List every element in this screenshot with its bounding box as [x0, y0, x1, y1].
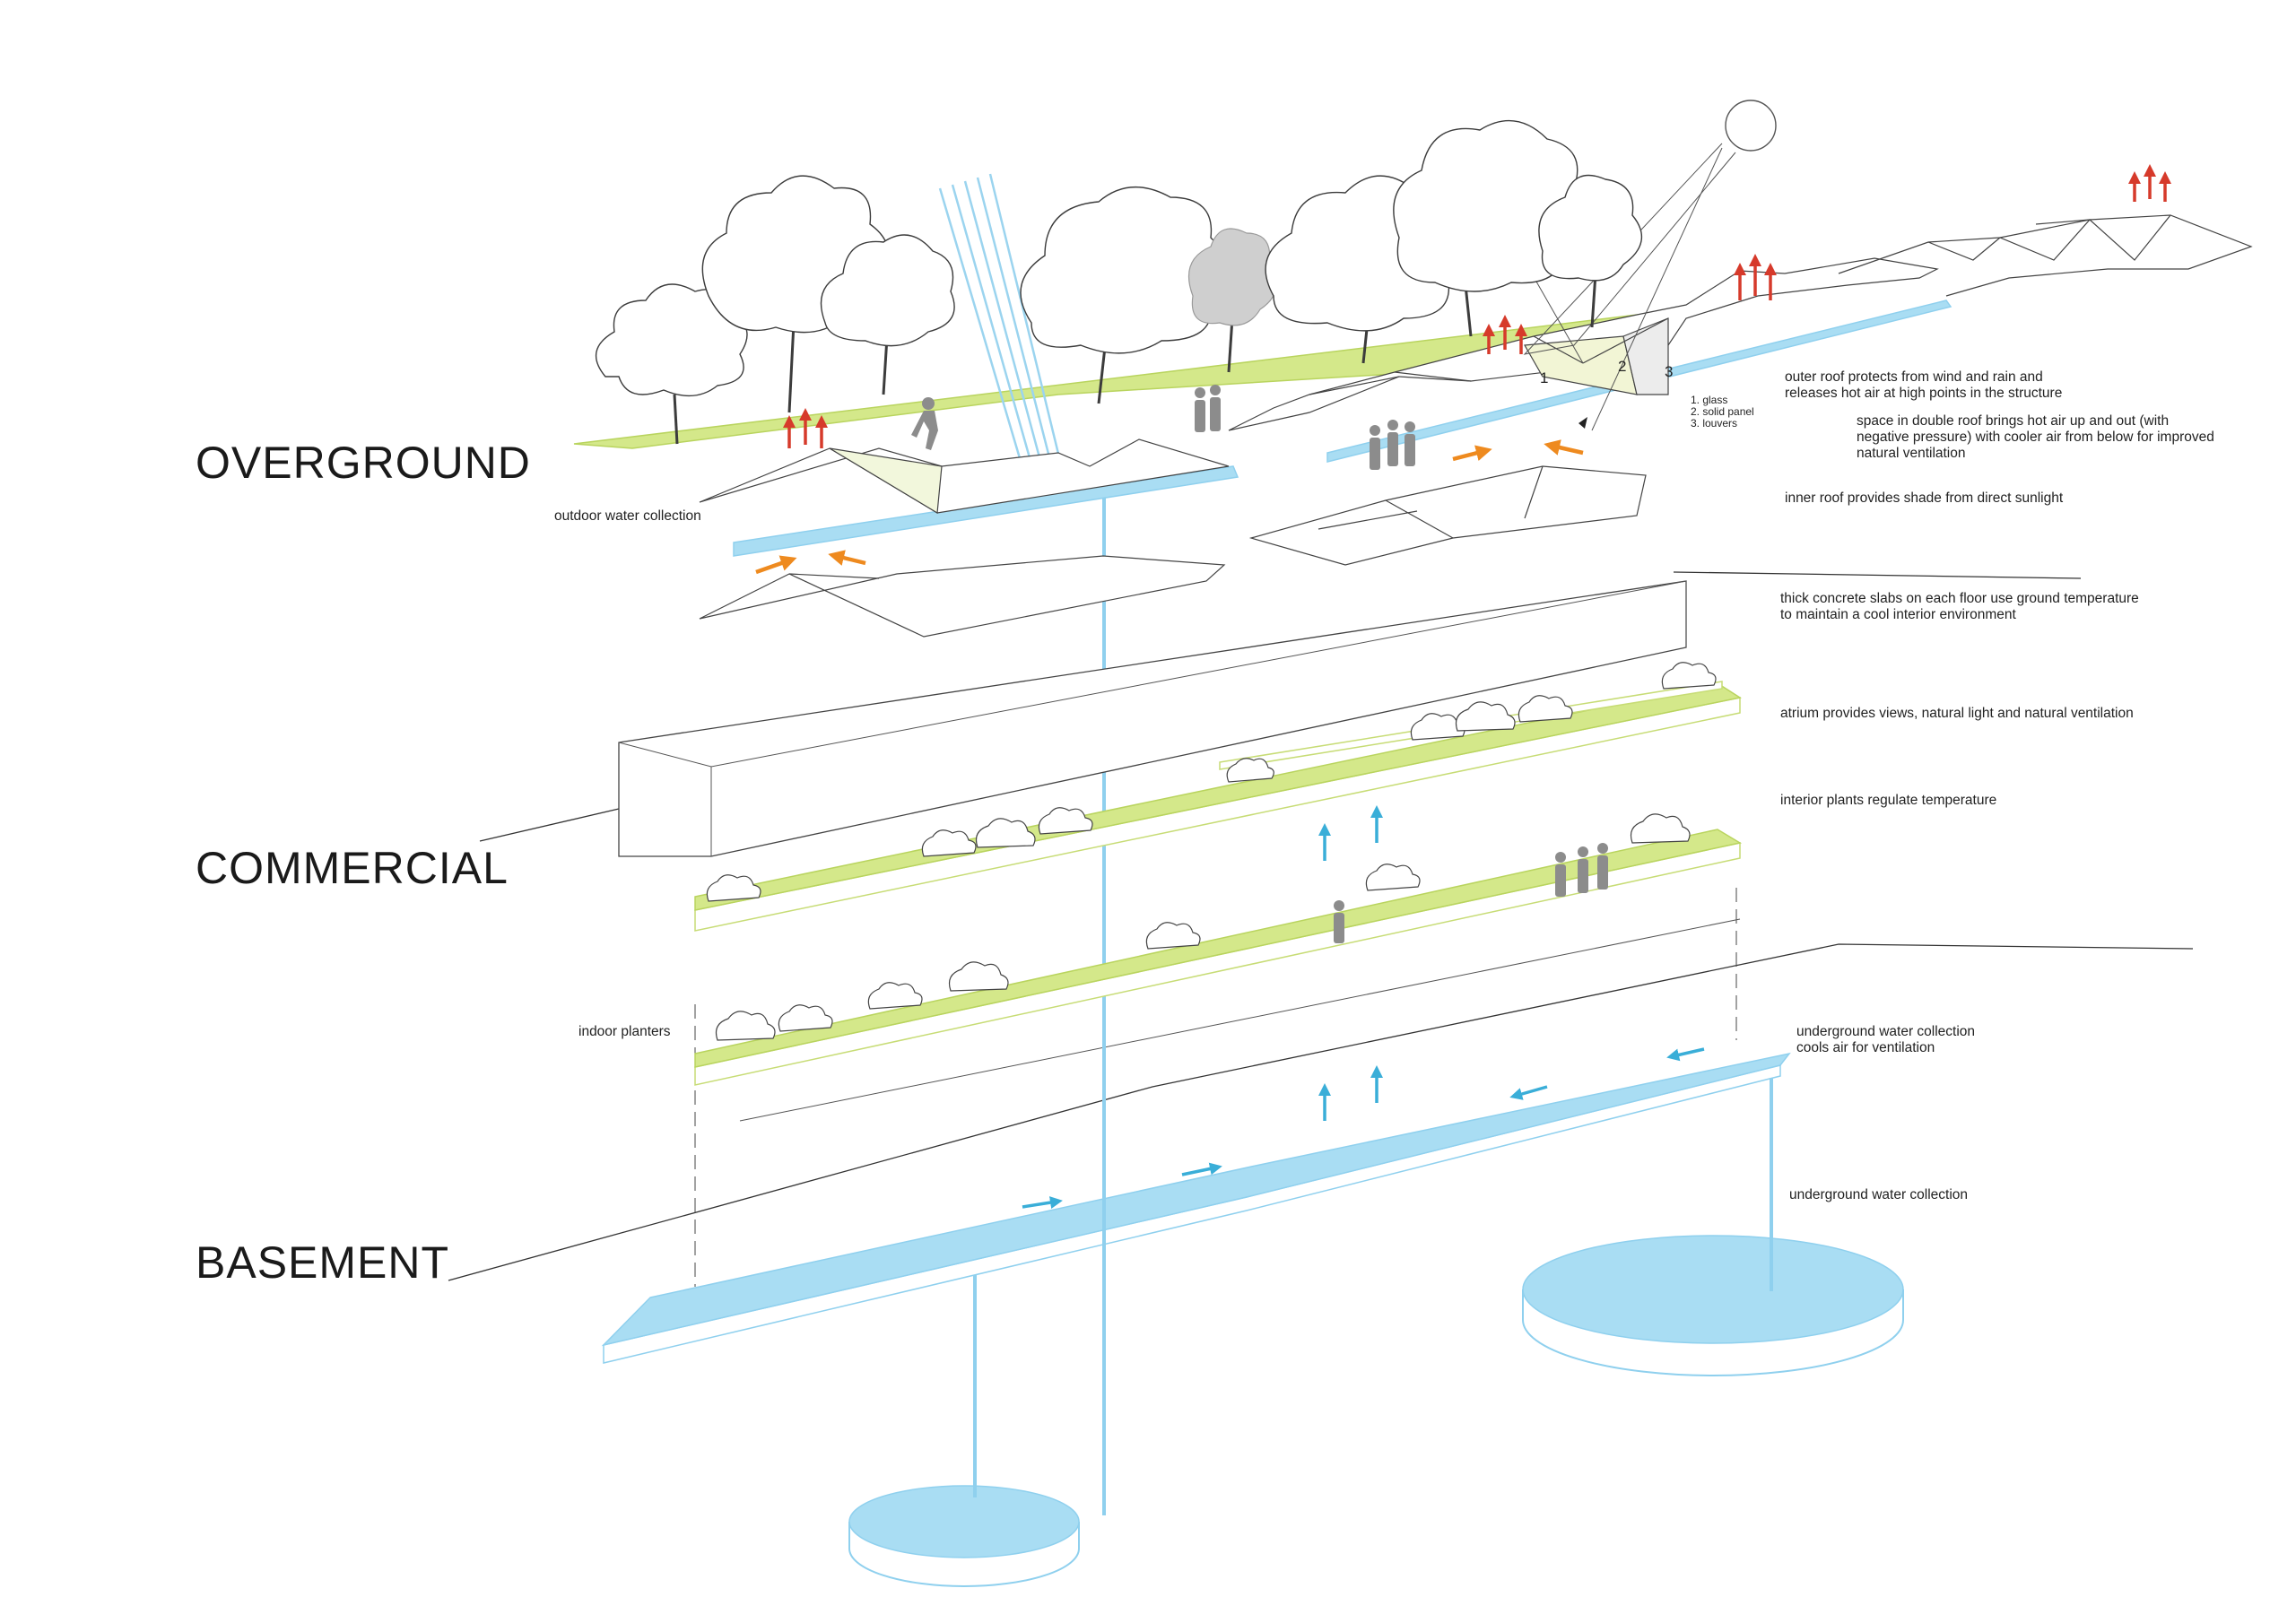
people-commercial	[1334, 843, 1608, 943]
hot-air-arrows	[783, 164, 2171, 448]
note-double-roof-line2: negative pressure) with cooler air from …	[1857, 430, 2214, 445]
person	[1370, 425, 1380, 470]
roof-legend-solid-panel: 2. solid panel	[1691, 405, 1754, 418]
inner-roof-left	[699, 438, 1230, 638]
person	[1597, 843, 1608, 890]
person	[1334, 900, 1344, 943]
tree	[1393, 119, 1587, 337]
planter-lower	[694, 829, 1743, 1086]
note-inner-roof: inner roof provides shade from direct su…	[1785, 490, 2064, 506]
note-ug-water: underground water collection	[1789, 1187, 1968, 1202]
note-plants: interior plants regulate temperature	[1780, 793, 1996, 808]
overground-level: 1 2 3	[573, 100, 2253, 638]
interior-plants	[706, 662, 1717, 1041]
note-slabs-line1: thick concrete slabs on each floor use g…	[1780, 591, 2139, 606]
roof-legend-glass: 1. glass	[1691, 394, 1727, 406]
cistern-left	[848, 1485, 1080, 1587]
warm-flow-arrows	[755, 439, 1584, 575]
underground-water-channel	[601, 1052, 1791, 1364]
roof-number-3: 3	[1665, 363, 1673, 380]
tree	[1020, 187, 1228, 404]
zone-label-basement: BASEMENT	[196, 1237, 449, 1288]
person	[1195, 387, 1205, 432]
note-double-roof-line3: natural ventilation	[1857, 446, 1966, 461]
sun-icon	[1725, 100, 1777, 152]
cool-air-arrows	[1022, 805, 1705, 1210]
basement-level	[601, 888, 1904, 1587]
cistern-right	[1522, 1235, 1904, 1376]
roof-number-2: 2	[1618, 358, 1626, 375]
rain-lines	[938, 173, 1069, 499]
note-outer-roof-line2: releases hot air at high points in the s…	[1785, 386, 2062, 401]
zone-divider-basement	[448, 943, 2194, 1281]
annotations: outdoor water collection outer roof prot…	[554, 369, 2214, 1202]
person	[1405, 421, 1415, 466]
concrete-slab	[618, 580, 1687, 857]
basement-back-line	[739, 918, 1741, 1122]
note-slabs-line2: to maintain a cool interior environment	[1780, 607, 2016, 622]
note-ug-cool-line1: underground water collection	[1796, 1024, 1975, 1039]
zone-label-overground: OVERGROUND	[196, 438, 531, 488]
person	[1578, 846, 1588, 893]
note-outer-roof-line1: outer roof protects from wind and rain a…	[1785, 369, 2043, 385]
rooftop-trees	[595, 119, 1643, 445]
person	[1387, 420, 1398, 466]
roof-number-1: 1	[1540, 369, 1548, 386]
note-indoor-planters: indoor planters	[578, 1024, 671, 1039]
tree	[820, 234, 955, 395]
zone-divider-commercial	[479, 808, 620, 842]
roof-legend-louvers: 3. louvers	[1691, 417, 1737, 430]
inner-roof-right	[1248, 465, 1647, 566]
roof-canopy-far-right	[1838, 214, 2253, 297]
note-atrium: atrium provides views, natural light and…	[1780, 706, 2134, 721]
note-double-roof-line1: space in double roof brings hot air up a…	[1857, 413, 2169, 429]
note-outdoor-water: outdoor water collection	[554, 508, 701, 524]
note-ug-cool-line2: cools air for ventilation	[1796, 1040, 1935, 1055]
commercial-level	[618, 580, 1743, 1086]
person	[1555, 852, 1566, 897]
people-overground	[911, 385, 1415, 470]
person-running	[911, 397, 938, 450]
zone-divider-overground	[1673, 571, 2082, 579]
zone-label-commercial: COMMERCIAL	[196, 843, 509, 893]
person	[1210, 385, 1221, 431]
tree	[1538, 174, 1643, 328]
